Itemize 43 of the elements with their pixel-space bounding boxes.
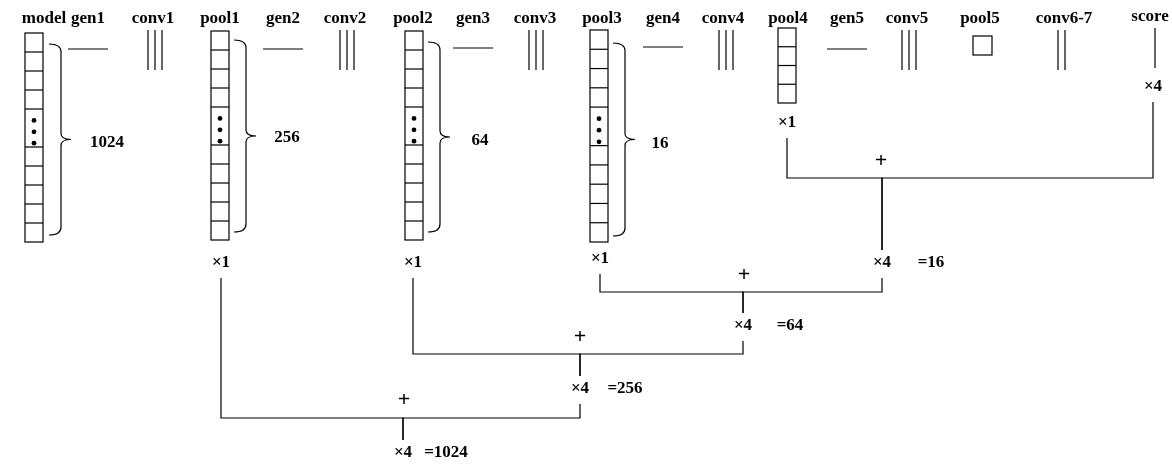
layer-label: pool4 bbox=[768, 9, 808, 27]
multiplier-label: ×4 bbox=[570, 379, 590, 397]
layer-label: gen4 bbox=[646, 9, 680, 27]
layer-label: model bbox=[21, 9, 67, 27]
connector-line bbox=[742, 277, 883, 314]
connector-line bbox=[881, 101, 1154, 251]
sum-label: =64 bbox=[776, 316, 804, 334]
plus-sign: + bbox=[397, 390, 411, 408]
layer-label: gen5 bbox=[830, 9, 864, 27]
size-label: 64 bbox=[471, 131, 489, 149]
layer-label: gen3 bbox=[456, 9, 490, 27]
sum-label: =256 bbox=[607, 379, 643, 397]
layer-label: pool3 bbox=[582, 9, 622, 27]
layer-label: conv5 bbox=[885, 9, 929, 27]
connector-line bbox=[402, 403, 581, 441]
layer-label: conv4 bbox=[701, 9, 745, 27]
multiplier-label: ×1 bbox=[777, 113, 797, 131]
multiplier-label: ×1 bbox=[211, 253, 231, 271]
size-label: 1024 bbox=[90, 133, 124, 151]
layer-label: pool1 bbox=[200, 9, 240, 27]
layer-label: conv2 bbox=[323, 9, 367, 27]
layer-label: gen1 bbox=[71, 9, 105, 27]
multiplier-label: ×4 bbox=[872, 253, 892, 271]
layer-label: conv6-7 bbox=[1035, 9, 1093, 27]
layer-label: score bbox=[1131, 7, 1169, 25]
multiplier-label: ×1 bbox=[590, 249, 610, 267]
size-label: 256 bbox=[274, 128, 300, 146]
multiplier-label: ×4 bbox=[393, 443, 413, 461]
sum-label: =16 bbox=[917, 253, 945, 271]
layer-label: pool5 bbox=[960, 9, 1000, 27]
connector-line bbox=[579, 340, 744, 377]
layer-label: conv1 bbox=[131, 9, 175, 27]
plus-sign: + bbox=[874, 151, 888, 169]
plus-sign: + bbox=[737, 265, 751, 283]
multiplier-label: ×4 bbox=[733, 316, 753, 334]
layer-label: conv3 bbox=[513, 9, 557, 27]
multiplier-label: ×1 bbox=[403, 253, 423, 271]
layer-label: gen2 bbox=[266, 9, 300, 27]
layer-label: pool2 bbox=[393, 9, 433, 27]
multiplier-label: ×4 bbox=[1143, 77, 1163, 95]
plus-sign: + bbox=[573, 327, 587, 345]
size-label: 16 bbox=[651, 134, 669, 152]
sum-label: =1024 bbox=[424, 443, 468, 461]
